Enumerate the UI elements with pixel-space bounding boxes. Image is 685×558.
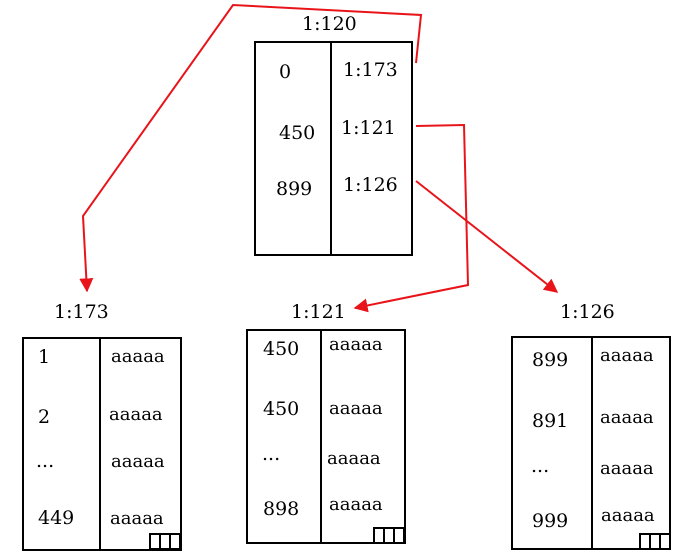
leaf-key: 891 [532,410,568,432]
leaf-value: aaaaa [329,334,383,355]
root-node: 1:120 0 450 899 1:173 1:121 1:126 [254,13,413,256]
leaf-key: 2 [38,406,50,428]
leaf-key: ... [262,443,280,465]
leaf-value: aaaaa [110,508,164,529]
leaf-node-2: 1:121 450 450 ... 898 aaaaa aaaaa aaaaa … [246,301,406,544]
leaf-value: aaaaa [327,448,381,469]
pointer-arrow-to-1-173 [79,3,423,293]
root-key-2: 899 [276,178,312,200]
leaf-value: aaaaa [600,345,654,366]
leaf-key: 1 [38,346,50,368]
leaf-key: ... [531,455,549,477]
root-pointer-2: 1:126 [343,174,398,196]
leaf-node-id: 1:126 [560,301,615,323]
leaf-key: 899 [532,349,568,371]
root-key-1: 450 [279,122,315,144]
leaf-node-box [22,337,182,551]
leaf-value: aaaaa [329,494,383,515]
leaf-value: aaaaa [109,404,163,425]
slot-grid-icon [149,533,181,550]
slot-grid-icon [639,533,671,550]
leaf-value: aaaaa [329,398,383,419]
leaf-key: 450 [263,338,299,360]
root-node-box [254,41,413,256]
leaf-node-box [246,329,406,544]
leaf-key: 450 [263,398,299,420]
leaf-value: aaaaa [600,458,654,479]
leaf-key: 898 [263,498,299,520]
root-key-0: 0 [279,61,291,83]
leaf-node-id: 1:173 [54,301,109,323]
leaf-key: ... [36,450,54,472]
leaf-key: 999 [532,510,568,532]
leaf-value: aaaaa [601,505,655,526]
root-node-id: 1:120 [302,13,357,35]
pointer-arrow-to-1-126 [415,180,559,293]
leaf-node-1: 1:173 1 2 ... 449 aaaaa aaaaa aaaaa aaaa… [22,301,182,551]
root-pointer-0: 1:173 [343,59,398,81]
leaf-value: aaaaa [111,451,165,472]
pointer-arrow-to-1-121 [353,123,470,313]
slot-grid-icon [373,527,405,544]
leaf-value: aaaaa [600,407,654,428]
leaf-key: 449 [38,507,74,529]
root-pointer-1: 1:121 [341,117,396,139]
leaf-node-3: 1:126 899 891 ... 999 aaaaa aaaaa aaaaa … [511,301,671,550]
leaf-node-id: 1:121 [291,301,346,323]
leaf-value: aaaaa [111,346,165,367]
